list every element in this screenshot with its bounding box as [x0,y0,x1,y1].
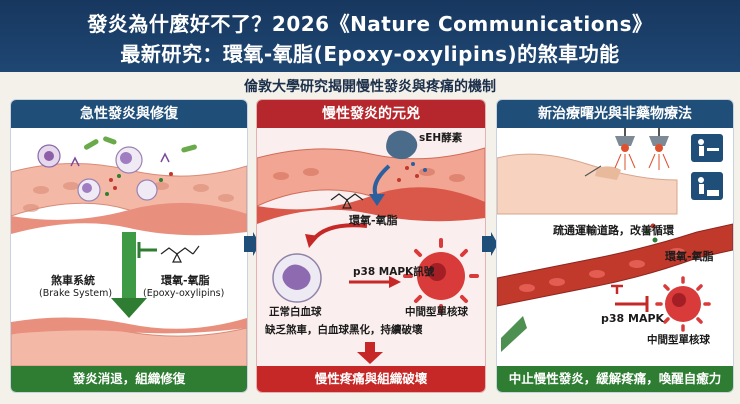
seh-enzyme-label: sEH酵素 [419,132,463,144]
heat-lamp-icon [614,128,636,170]
panel-acute-illustration: 煞車系統 (Brake System) 環氧-氧脂 (Epoxy-oxylipi… [11,128,247,367]
panel-acute-footer: 發炎消退，組織修復 [11,366,247,392]
p38-signal-label: p38 MAPK訊號 [353,266,435,278]
immune-cell-4 [136,179,158,201]
panel-acute-inflammation: 急性發炎與修復 [10,99,248,393]
panel-acute-title: 急性發炎與修復 [11,100,247,128]
main-title-line1: 發炎為什麼好不了？2026《Nature Communications》 [87,12,653,36]
therapy-p38-label: p38 MAPK [601,312,665,325]
brake-arrow-shaft [122,232,136,298]
brake-arrow-head [111,298,147,318]
panel-therapy-title: 新治療曙光與非藥物療法 [497,100,733,128]
heat-lamp-icon [648,128,670,170]
acute-tissue-illustration [11,136,247,367]
panel-therapy-illustration: 疏通運輸道路，改善循環 環氧-氧脂 p38 MAPK 中間型單核球 [497,128,733,366]
panel-chronic-footer: 慢性疼痛與組織破壞 [257,366,485,392]
epoxy-molecule-icon [160,245,200,263]
panel-chronic-inflammation: 慢性發炎的元兇 [256,99,486,393]
intermediate-monocyte-icon [655,276,711,332]
intermediate-monocyte-label: 中間型單核球 [405,306,468,318]
subtitle: 倫敦大學研究揭開慢性發炎與疼痛的機制 [244,79,496,95]
panel-therapy: 新治療曙光與非藥物療法 [496,99,734,393]
brake-system-label-en: (Brake System) [39,288,113,299]
circulation-label: 疏通運輸道路，改善循環 [553,224,674,237]
header-banner: 發炎為什麼好不了？2026《Nature Communications》 最新研… [0,0,740,72]
intermediate-monocyte-icon [403,238,479,314]
main-title-line2: 最新研究：環氧-氧脂(Epoxy-oxylipins)的煞車功能 [120,42,620,66]
seh-enzyme-icon [386,130,418,160]
panel-chronic-illustration: sEH酵素 環氧-氧脂 p38 MAPK訊號 正常白血球 中間型單核球 缺乏煞車… [257,128,485,366]
chronic-note: 缺乏煞車，白血球黑化，持續破壞 [265,324,423,336]
therapy-monocyte-label: 中間型單核球 [647,334,710,346]
epoxy-oxylipins-label: 環氧-氧脂 [161,274,210,287]
panel-therapy-footer: 中止慢性發炎，緩解疼痛，喚醒自癒力 [497,366,733,392]
chronic-epoxy-label: 環氧-氧脂 [349,214,398,227]
epoxy-oxylipins-label-en: (Epoxy-oxylipins) [143,288,225,299]
chronic-tissue-illustration [257,130,485,364]
normal-wbc-label: 正常白血球 [269,306,322,318]
arrow-right-icon [482,232,498,256]
epoxy-molecule-icon [330,193,364,209]
therapy-illustration [497,128,733,352]
therapy-epoxy-label: 環氧-氧脂 [665,250,714,263]
panel-chronic-title: 慢性發炎的元兇 [257,100,485,128]
brake-system-label: 煞車系統 [51,274,95,287]
